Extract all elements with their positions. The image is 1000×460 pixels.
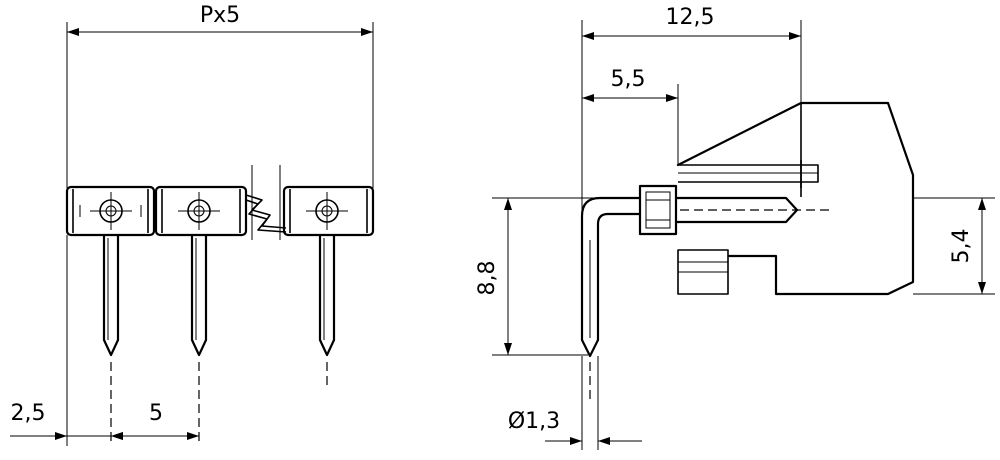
break-symbol (245, 165, 287, 240)
pin-1 (102, 233, 120, 357)
dimension-depth-label: 12,5 (666, 5, 715, 30)
dimension-pin-height-label: 8,8 (475, 261, 500, 296)
side-view: 12,5 5,5 8,8 (475, 5, 995, 450)
front-view: Px5 (10, 3, 375, 446)
dimension-pitch-label: 5 (149, 401, 163, 426)
dimension-body-height-label: 5,4 (949, 229, 974, 264)
dimension-diameter-label: Ø1,3 (508, 409, 560, 434)
housing-body (676, 101, 915, 296)
terminal-block-3 (282, 185, 375, 237)
screw-head (638, 184, 678, 236)
terminal-block-1 (65, 185, 156, 237)
dimension-total-label: Px5 (200, 3, 240, 28)
pin-3 (318, 233, 336, 357)
dimension-offset-label: 5,5 (611, 67, 646, 92)
dimension-edge-label: 2,5 (11, 401, 46, 426)
pin-2 (190, 233, 208, 357)
terminal-block-2 (154, 185, 248, 237)
pin-bent (580, 196, 642, 358)
